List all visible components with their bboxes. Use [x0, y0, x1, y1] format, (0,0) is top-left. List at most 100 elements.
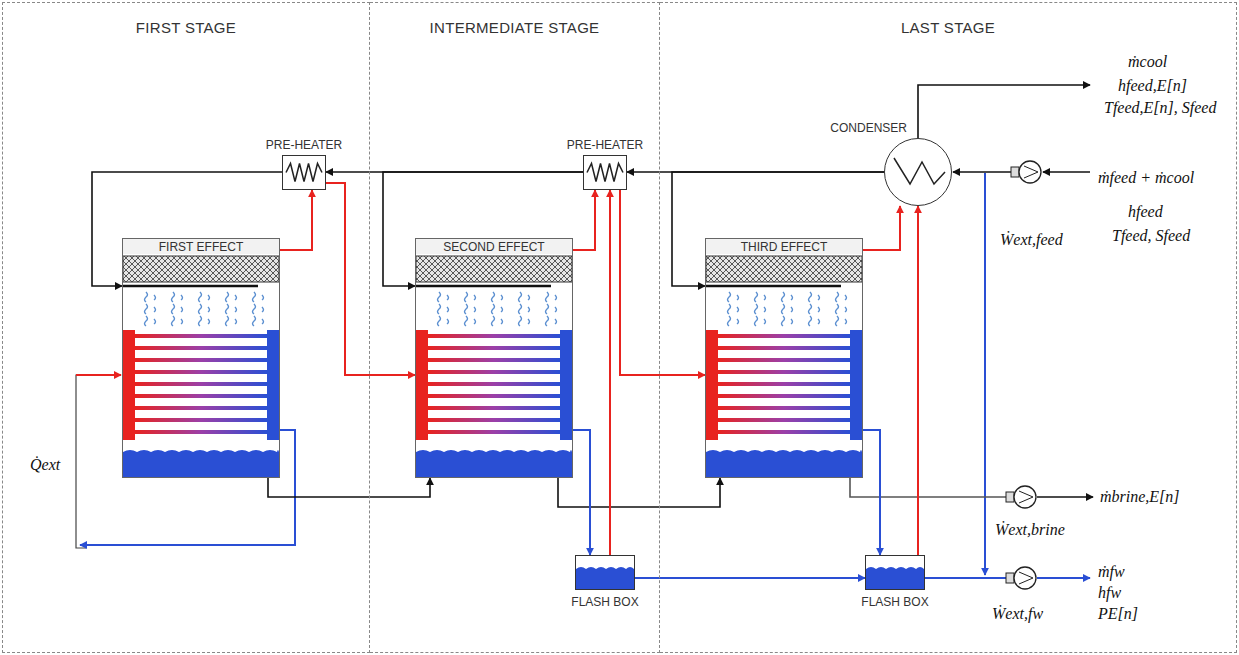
preheater-box: PRE-HEATER	[282, 155, 326, 190]
heater-coil	[587, 164, 623, 182]
brine-discharge-line	[1037, 496, 1093, 498]
spray-droplet	[755, 316, 758, 326]
heat-tube	[718, 394, 850, 398]
stream-symbol: Ẇext,feed	[1000, 231, 1063, 249]
spray-droplet	[262, 295, 264, 300]
spray-droplet	[492, 304, 495, 314]
flash-box: FLASH BOX	[865, 555, 925, 590]
stage-band: INTERMEDIATE STAGEPRE-HEATERSECOND EFFEC…	[370, 2, 660, 653]
flow-connector	[383, 172, 583, 286]
spray-droplet	[181, 307, 183, 312]
spray-droplet	[519, 304, 522, 314]
heat-tube	[718, 382, 850, 386]
spray-droplet	[555, 319, 557, 324]
spray-droplet	[465, 292, 468, 302]
spray-droplet	[818, 307, 820, 312]
spray-droplet	[782, 304, 785, 314]
heat-tube	[428, 430, 560, 434]
stage-heading: LAST STAGE	[660, 3, 1236, 36]
spray-droplet	[447, 307, 449, 312]
spray-droplet	[845, 307, 847, 312]
component-label: SECOND EFFECT	[416, 239, 572, 255]
spray-droplet	[181, 319, 183, 324]
spray-droplet	[782, 316, 785, 326]
flow-connector	[863, 206, 900, 250]
heat-tube	[135, 370, 267, 374]
pump-impeller	[1019, 572, 1033, 584]
spray-droplet	[528, 295, 530, 300]
stream-symbol: hfeed	[1128, 203, 1163, 221]
stream-symbol: ṁcool	[1128, 53, 1167, 71]
spray-droplet	[546, 304, 549, 314]
flow-connector	[558, 478, 720, 507]
inlet-header	[123, 330, 135, 440]
effect-vessel: THIRD EFFECT	[705, 238, 863, 478]
heat-tube	[135, 382, 267, 386]
heat-tube	[428, 346, 560, 350]
pump-symbol	[1019, 161, 1041, 183]
flow-connector	[917, 206, 919, 555]
heat-tube	[718, 418, 850, 422]
inlet-header	[416, 330, 428, 440]
outlet-header	[850, 330, 862, 440]
spray-droplet	[208, 319, 210, 324]
flow-connector	[92, 172, 282, 286]
spray-droplet	[262, 319, 264, 324]
outlet-header	[267, 330, 279, 440]
component-label: THIRD EFFECT	[706, 239, 862, 255]
spray-droplet	[465, 304, 468, 314]
component-label: PRE-HEATER	[567, 138, 643, 152]
spray-droplet	[492, 292, 495, 302]
demister-mesh	[123, 256, 279, 282]
spray-droplet	[235, 295, 237, 300]
stream-symbol: Ẇext,fw	[992, 605, 1043, 623]
stream-symbol: hfw	[1098, 584, 1121, 602]
spray-droplet	[755, 292, 758, 302]
spray-droplet	[528, 307, 530, 312]
spray-droplet	[172, 292, 175, 302]
heat-tube	[135, 358, 267, 362]
brine-pool	[416, 450, 572, 477]
heat-tube	[135, 394, 267, 398]
spray-droplet	[764, 295, 766, 300]
freshwater-discharge-line	[1037, 577, 1090, 579]
heat-tube	[428, 382, 560, 386]
spray-droplet	[501, 307, 503, 312]
brine-pool	[706, 450, 862, 477]
spray-droplet	[546, 316, 549, 326]
outlet-header	[560, 330, 572, 440]
spray-header	[705, 285, 841, 288]
spray-droplet	[208, 307, 210, 312]
heat-tube	[718, 406, 850, 410]
spray-droplet	[172, 316, 175, 326]
spray-droplet	[836, 304, 839, 314]
brine-out-line	[850, 478, 1012, 497]
heat-tube	[428, 334, 560, 338]
heater-coil	[286, 164, 322, 182]
spray-droplet	[791, 307, 793, 312]
spray-droplet	[791, 295, 793, 300]
vessel-lid	[705, 238, 863, 254]
flash-box: FLASH BOX	[575, 555, 635, 590]
spray-droplet	[501, 295, 503, 300]
heat-input-arrow	[76, 374, 121, 376]
flow-connector	[573, 190, 595, 250]
spray-droplet	[235, 319, 237, 324]
flow-connector	[635, 577, 865, 579]
spray-droplet	[764, 319, 766, 324]
spray-droplet	[728, 304, 731, 314]
flow-connector	[609, 190, 611, 555]
heat-tube	[718, 334, 850, 338]
heat-tube	[135, 406, 267, 410]
stream-symbol: Ẇext,brine	[995, 521, 1065, 539]
flow-connector	[326, 183, 415, 375]
heat-tube	[718, 370, 850, 374]
spray-droplet	[818, 295, 820, 300]
heat-tube	[428, 418, 560, 422]
stage-band: FIRST STAGEPRE-HEATERFIRST EFFECT	[2, 2, 370, 653]
spray-droplet	[447, 319, 449, 324]
heat-tube	[718, 358, 850, 362]
stream-symbol: Tfeed,E[n], Sfeed	[1104, 99, 1216, 117]
heat-tube	[135, 430, 267, 434]
